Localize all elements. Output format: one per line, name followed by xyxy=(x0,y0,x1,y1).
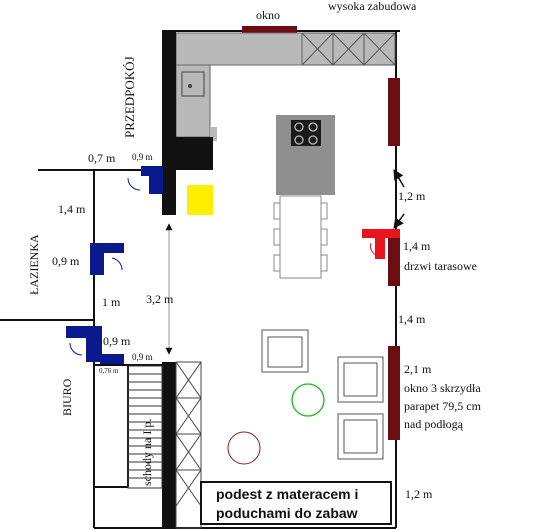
dim-1-4-door: 1,4 m xyxy=(403,239,431,253)
dim-0-9-mid: 0,9 m xyxy=(52,254,80,268)
sink-drain-icon xyxy=(188,84,192,88)
kitchen-counter-top xyxy=(175,32,303,66)
dining-chairs xyxy=(273,202,328,272)
play-platform-note: podest z materacem i poduchami do zabaw xyxy=(200,481,392,525)
tall-cabinets xyxy=(301,32,396,66)
armchair-right-top xyxy=(337,356,384,403)
dim-3-2: 3,2 m xyxy=(146,292,174,306)
dim-1-2-bottom: 1,2 m xyxy=(405,487,433,501)
hall-wall-thick xyxy=(162,31,176,215)
dim-1-2-top: 1,2 m xyxy=(398,189,426,203)
kitchen-counter-left xyxy=(175,64,211,138)
dim-2-1: 2,1 m xyxy=(404,362,432,376)
label-nad-podloga: nad podłogą xyxy=(404,417,464,431)
round-table-circle xyxy=(227,431,261,465)
counter-return xyxy=(211,127,217,141)
green-rug-circle xyxy=(291,383,325,417)
dim-1-m: 1 m xyxy=(102,295,121,309)
dim-1-4-left: 1,4 m xyxy=(58,202,86,216)
armchair-left xyxy=(261,329,309,373)
window-top xyxy=(242,26,297,34)
label-schody: schody na I p. xyxy=(140,419,154,486)
label-okno-3-skrzydla: okno 3 skrzydła xyxy=(404,381,481,395)
arrow-1-4-door xyxy=(393,213,405,229)
label-biuro: BIURO xyxy=(60,378,74,416)
label-parapet: parapet 79,5 cm xyxy=(404,399,482,413)
stairs-wall-thick xyxy=(162,362,176,528)
window-right-top xyxy=(388,78,400,146)
play-platform-note-line-1: podest z materacem i xyxy=(216,486,359,502)
sink-icon xyxy=(181,71,205,97)
dim-0-9-low: 0,9 m xyxy=(103,334,131,348)
dim-0-76: 0,76 m xyxy=(99,367,119,375)
play-platform-frame xyxy=(175,361,202,529)
terrace-door-icon xyxy=(362,229,400,259)
dim-0-9-top: 0,9 m xyxy=(132,152,153,162)
label-wysoka-zabudowa: wysoka zabudowa xyxy=(328,0,417,13)
yellow-cabinet xyxy=(187,185,213,215)
window-3-sash xyxy=(388,346,400,440)
fridge-block xyxy=(176,137,213,170)
dim-0-7: 0,7 m xyxy=(88,151,116,165)
terrace-door-frame xyxy=(388,232,400,286)
stairs xyxy=(127,365,163,489)
play-platform-note-line-2: poduchami do zabaw xyxy=(216,505,358,521)
armchair-right-bottom xyxy=(337,413,384,460)
arrow-1-2-top xyxy=(393,169,405,188)
door-bathroom-icon xyxy=(90,243,124,275)
cooktop-burners-icon xyxy=(294,122,318,145)
dim-0-9-small: 0,9 m xyxy=(132,352,153,362)
dining-table xyxy=(279,195,322,279)
label-lazienka: ŁAZIENKA xyxy=(27,234,41,295)
label-drzwi-tarasowe: drzwi tarasowe xyxy=(404,259,477,273)
door-office-icon xyxy=(66,326,124,364)
door-hall-icon xyxy=(127,166,163,194)
label-przedpokoj: PRZEDPOKÓJ xyxy=(122,56,137,138)
label-okno-top: okno xyxy=(256,8,280,22)
dim-1-4-wall: 1,4 m xyxy=(398,312,426,326)
